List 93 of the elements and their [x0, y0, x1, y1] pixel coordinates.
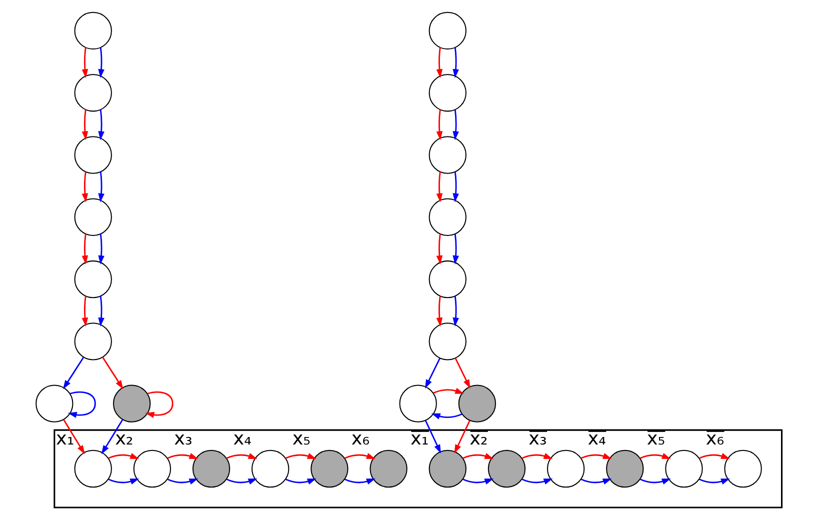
node-circle	[428, 198, 466, 236]
arrow	[433, 388, 464, 394]
node-circle	[665, 450, 703, 488]
node-circle	[428, 12, 466, 50]
arrow	[167, 478, 198, 484]
node-label: x₆	[351, 428, 370, 450]
arrow	[98, 47, 104, 78]
arrow	[285, 453, 316, 460]
arrow	[62, 356, 84, 390]
arrow	[98, 234, 104, 265]
node-circle	[36, 384, 74, 422]
node-circle	[74, 450, 112, 488]
arrow	[436, 47, 443, 78]
arrow	[424, 420, 441, 454]
node-circle	[428, 322, 466, 360]
arrow	[98, 172, 104, 202]
arrow	[145, 391, 174, 418]
arrow	[522, 478, 553, 484]
arrow	[436, 110, 443, 140]
arrow	[462, 478, 494, 484]
node-label: x₂	[115, 428, 134, 450]
node-circle	[399, 384, 437, 422]
arrow	[452, 172, 459, 202]
arrow	[226, 453, 258, 460]
node-circle	[724, 450, 762, 488]
arrow	[82, 110, 88, 140]
node-circle	[428, 260, 466, 298]
node-label: x₁	[56, 428, 74, 450]
cluster	[54, 429, 783, 508]
node-circle	[74, 74, 112, 112]
arrow	[698, 453, 730, 460]
node-circle	[606, 450, 644, 488]
arrow	[68, 391, 96, 418]
node-circle	[74, 322, 112, 360]
arrow	[101, 419, 124, 454]
arrow	[285, 478, 316, 484]
node-label: x₃	[174, 428, 192, 450]
node-circle	[74, 12, 112, 50]
arrow	[452, 234, 459, 265]
node-circle	[74, 260, 112, 298]
node-label: x₅	[292, 428, 311, 450]
arrow	[454, 358, 470, 389]
arrow	[431, 413, 462, 420]
node-circle	[458, 384, 496, 422]
arrow	[82, 172, 88, 202]
arrow	[102, 356, 124, 390]
arrow	[436, 296, 443, 327]
arrow	[640, 478, 671, 484]
arrow	[344, 478, 376, 484]
arrow	[108, 453, 140, 460]
arrow	[452, 47, 459, 78]
arrow	[62, 419, 85, 454]
arrow	[522, 453, 553, 460]
arrow	[424, 358, 441, 389]
arrow	[226, 478, 258, 484]
node-circle	[310, 450, 348, 488]
arrow	[454, 420, 470, 454]
arrow	[82, 234, 88, 265]
arrow	[462, 453, 494, 460]
arrow	[452, 110, 459, 140]
node-label: x̅₆̅	[706, 428, 724, 450]
arrow	[580, 478, 612, 484]
node-circle	[252, 450, 290, 488]
arrow	[436, 172, 443, 202]
node-label: x̅₅̅	[646, 428, 666, 450]
node-label: x̅₂̅	[470, 428, 488, 450]
node-circle	[370, 450, 408, 488]
node-circle	[428, 74, 466, 112]
node-circle	[192, 450, 230, 488]
arrow	[640, 453, 671, 460]
node-circle	[546, 450, 585, 488]
node-circle	[428, 450, 466, 488]
node-label: x̅₃̅	[528, 428, 547, 450]
arrow	[82, 47, 88, 78]
arrow	[344, 453, 376, 460]
node-circle	[133, 450, 172, 488]
node-label: x₄	[233, 428, 252, 450]
arrow	[580, 453, 612, 460]
arrow	[698, 478, 730, 484]
arrow	[98, 296, 104, 327]
node-circle	[112, 384, 151, 422]
node-circle	[74, 136, 112, 174]
arrow	[452, 296, 459, 327]
arrow	[98, 110, 104, 140]
node-label: x̅₁̅	[410, 428, 429, 450]
arrow	[108, 478, 140, 484]
arrow	[436, 234, 443, 265]
node-circle	[428, 136, 466, 174]
node-label: x̅₄̅	[588, 428, 606, 450]
node-circle	[488, 450, 526, 488]
arrow	[82, 296, 88, 327]
arrow	[167, 453, 198, 460]
node-circle	[74, 198, 112, 236]
